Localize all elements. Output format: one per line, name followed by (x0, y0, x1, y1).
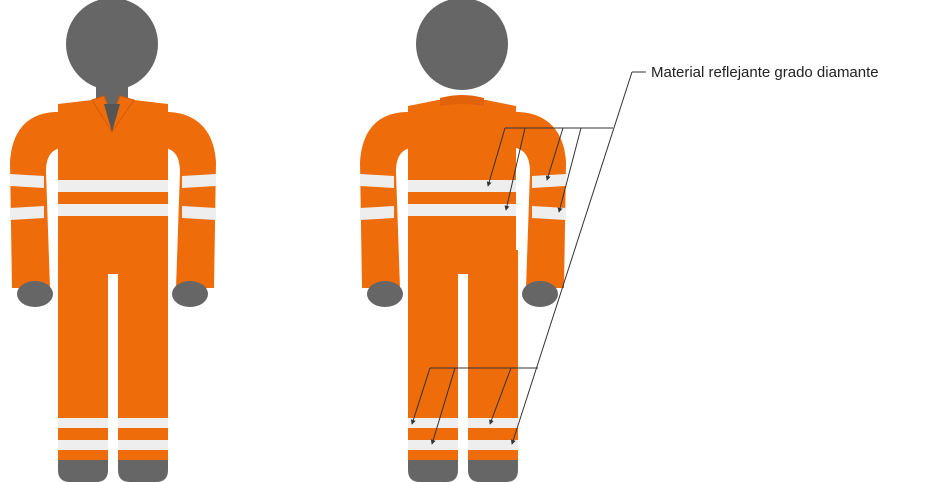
right-foot-front (118, 460, 168, 482)
crotch-front (58, 250, 168, 274)
left-hand-front (17, 281, 53, 307)
left-sleeve-band-lower-back (360, 206, 394, 220)
left-sleeve-band-upper-front (10, 174, 44, 188)
left-hand-back (367, 281, 403, 307)
right-sleeve-band-upper-back (532, 174, 566, 188)
chest-band-lower-back (408, 204, 516, 216)
left-leg-front (58, 250, 108, 462)
left-foot-back (408, 460, 458, 482)
right-leg-band-upper-front (118, 418, 168, 428)
left-leg-band-upper-back (408, 418, 458, 428)
figure-back (360, 0, 566, 482)
head-back (416, 0, 508, 90)
left-sleeve-band-upper-back (360, 174, 394, 188)
right-leg-band-lower-back (468, 440, 518, 450)
crotch-back (408, 250, 518, 274)
callout-label: Material reflejante grado diamante (651, 64, 879, 81)
right-arm-back (516, 112, 566, 288)
right-foot-back (468, 460, 518, 482)
left-sleeve-band-lower-front (10, 206, 44, 220)
chest-band-upper-front (58, 180, 168, 192)
right-arm-front (166, 112, 216, 288)
head-front (66, 0, 158, 90)
figure-front (10, 0, 216, 482)
left-arm-front (10, 112, 60, 288)
chest-band-lower-front (58, 204, 168, 216)
right-hand-back (522, 281, 558, 307)
left-leg-back (408, 250, 458, 462)
left-arm-back (360, 112, 410, 288)
right-sleeve-band-upper-front (182, 174, 216, 188)
right-sleeve-band-lower-back (532, 206, 566, 220)
right-sleeve-band-lower-front (182, 206, 216, 220)
right-leg-back (468, 250, 518, 462)
chest-band-upper-back (408, 180, 516, 192)
right-leg-band-lower-front (118, 440, 168, 450)
right-leg-band-upper-back (468, 418, 518, 428)
right-hand-front (172, 281, 208, 307)
right-leg-front (118, 250, 168, 462)
left-leg-band-upper-front (58, 418, 108, 428)
left-foot-front (58, 460, 108, 482)
left-leg-band-lower-front (58, 440, 108, 450)
